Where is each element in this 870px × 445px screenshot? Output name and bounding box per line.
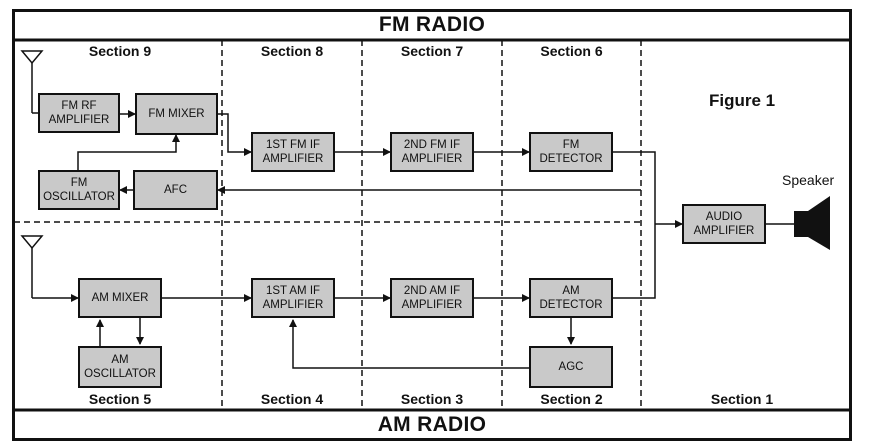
second-am-if-amplifier-block: 2ND AM IF AMPLIFIER	[390, 278, 474, 318]
am-radio-banner: AM RADIO	[377, 413, 487, 436]
first-fm-if-label: 1ST FM IF AMPLIFIER	[262, 139, 324, 165]
section-8-label: Section 8	[260, 43, 324, 59]
am-mixer-label: AM MIXER	[91, 292, 149, 304]
section-dividers	[14, 40, 642, 410]
diagram-frame	[12, 9, 852, 441]
fm-detector-block: FM DETECTOR	[529, 132, 613, 172]
first-fm-if-amplifier-block: 1ST FM IF AMPLIFIER	[251, 132, 335, 172]
am-oscillator-label: AM OSCILLATOR	[84, 354, 156, 380]
afc-label: AFC	[164, 184, 187, 196]
agc-block: AGC	[529, 346, 613, 388]
section-5-label: Section 5	[88, 391, 152, 407]
first-am-if-label: 1ST AM IF AMPLIFIER	[262, 285, 324, 311]
section-7-label: Section 7	[400, 43, 464, 59]
speaker-label: Speaker	[782, 172, 835, 188]
fm-rf-amplifier-block: FM RF AMPLIFIER	[38, 93, 120, 133]
am-antenna	[20, 235, 79, 302]
am-oscillator-block: AM OSCILLATOR	[78, 346, 162, 388]
fm-mixer-label: FM MIXER	[148, 108, 205, 120]
audio-amplifier-label: AUDIO AMPLIFIER	[693, 211, 755, 237]
section-2-label: Section 2	[540, 391, 603, 407]
agc-label: AGC	[558, 361, 584, 373]
am-detector-block: AM DETECTOR	[529, 278, 613, 318]
afc-block: AFC	[133, 170, 218, 210]
fm-oscillator-label: FM OSCILLATOR	[43, 177, 115, 203]
second-fm-if-amplifier-block: 2ND FM IF AMPLIFIER	[390, 132, 474, 172]
fm-radio-banner: FM RADIO	[378, 13, 486, 36]
section-6-label: Section 6	[540, 43, 603, 59]
am-mixer-block: AM MIXER	[78, 278, 162, 318]
am-detector-label: AM DETECTOR	[539, 285, 603, 311]
fm-detector-label: FM DETECTOR	[539, 139, 603, 165]
fm-oscillator-block: FM OSCILLATOR	[38, 170, 120, 210]
second-fm-if-label: 2ND FM IF AMPLIFIER	[401, 139, 463, 165]
figure-label: Figure 1	[709, 91, 776, 110]
speaker-icon	[794, 196, 830, 250]
section-3-label: Section 3	[400, 391, 464, 407]
audio-amplifier-block: AUDIO AMPLIFIER	[682, 204, 766, 244]
second-am-if-label: 2ND AM IF AMPLIFIER	[401, 285, 463, 311]
section-4-label: Section 4	[260, 391, 324, 407]
section-1-label: Section 1	[710, 391, 774, 407]
fm-rf-amplifier-label: FM RF AMPLIFIER	[48, 100, 110, 126]
section-9-label: Section 9	[88, 43, 152, 59]
first-am-if-amplifier-block: 1ST AM IF AMPLIFIER	[251, 278, 335, 318]
fm-antenna	[20, 50, 44, 114]
fm-mixer-block: FM MIXER	[135, 93, 218, 135]
